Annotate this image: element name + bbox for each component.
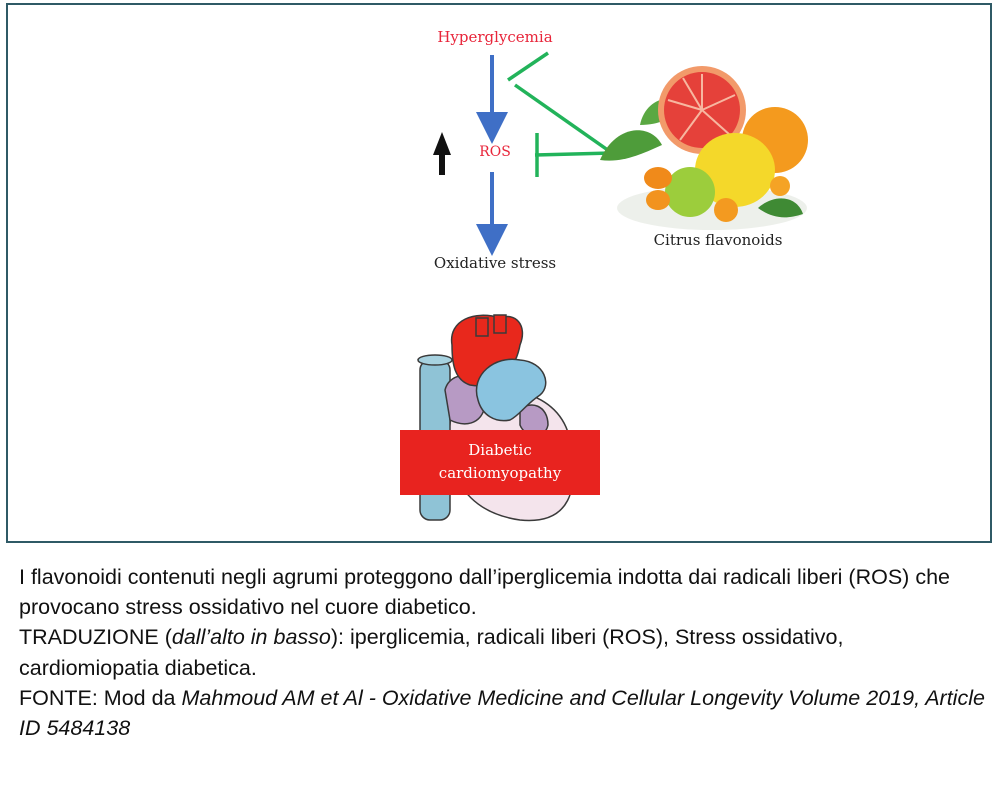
diagram: Hyperglycemia ROS Oxidative stress — [400, 28, 808, 522]
translation-rest: ): iperglicemia, radicali liberi (ROS), … — [19, 625, 844, 680]
increase-arrow-icon — [433, 132, 451, 175]
translation-italic: dall’alto in basso — [171, 625, 331, 650]
ros-label: ROS — [479, 144, 511, 160]
citrus-fruits-icon — [600, 66, 808, 230]
banner-line-2: cardiomyopathy — [439, 464, 562, 482]
source-prefix: FONTE: Mod da — [19, 685, 182, 710]
banner-line-1: Diabetic — [468, 441, 531, 459]
citrus-flavonoids-label: Citrus flavonoids — [654, 231, 783, 249]
caption-translation: TRADUZIONE (dall’alto in basso): ipergli… — [19, 622, 989, 682]
inhibition-lines — [507, 51, 614, 177]
hyperglycemia-label: Hyperglycemia — [437, 28, 552, 46]
diabetic-cardiomyopathy-banner: Diabetic cardiomyopathy — [400, 430, 600, 495]
caption-description: I flavonoidi contenuti negli agrumi prot… — [19, 565, 950, 620]
source-citation: Mahmoud AM et Al - Oxidative Medicine an… — [19, 685, 985, 741]
oxidative-stress-label: Oxidative stress — [434, 254, 556, 272]
caption-source: FONTE: Mod da Mahmoud AM et Al - Oxidati… — [19, 683, 989, 743]
caption: I flavonoidi contenuti negli agrumi prot… — [19, 562, 989, 743]
translation-prefix: TRADUZIONE ( — [19, 625, 172, 650]
